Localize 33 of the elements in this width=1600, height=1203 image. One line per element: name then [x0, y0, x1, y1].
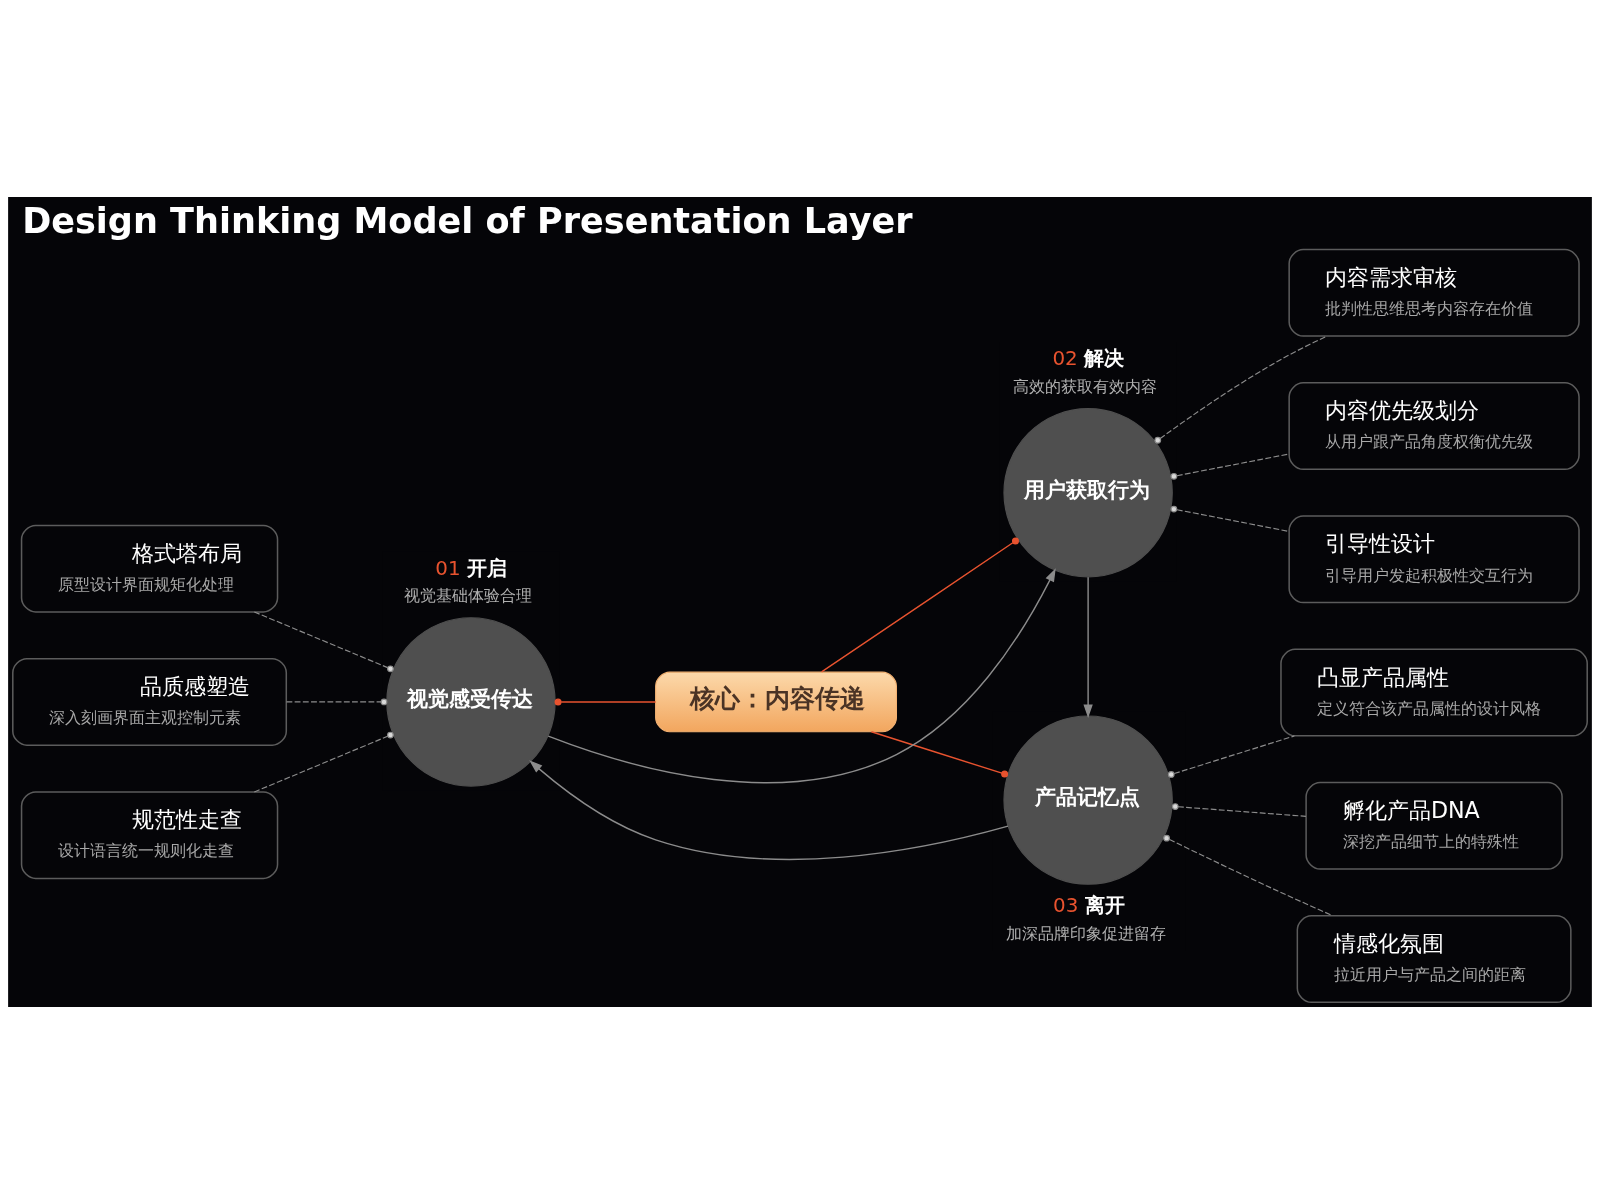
node-label: 03 离开 [1053, 893, 1125, 917]
node-label: 02 解决 [1052, 346, 1125, 370]
arrow [547, 567, 1056, 783]
connector [285, 698, 388, 705]
node-box: 核心：内容传递 [655, 671, 897, 732]
connector [1154, 335, 1328, 444]
arrow [529, 759, 1009, 860]
node-box: 内容优先级划分 从用户跟产品角度权衡优先级 [1288, 381, 1580, 470]
connector [253, 610, 394, 672]
node-box: 内容需求审核 批判性思维思考内容存在价值 [1288, 248, 1580, 337]
connector [1171, 802, 1307, 817]
node-box: 格式塔布局 原型设计界面规矩化处理 [20, 524, 279, 613]
node-box: 引导性设计 引导用户发起积极性交互行为 [1288, 514, 1580, 603]
diagram-title: Design Thinking Model of Presentation Layer [22, 199, 913, 241]
connector [820, 537, 1019, 673]
node-box: 凸显产品属性 定义符合该产品属性的设计风格 [1280, 648, 1588, 737]
connector [1167, 734, 1295, 778]
node-label: 01 开启 [435, 556, 507, 580]
connector [1170, 505, 1290, 532]
connector [1163, 834, 1334, 916]
node-box: 品质感塑造 深入刻画界面主观控制元素 [12, 657, 288, 746]
node-box: 情感化氛围 拉近用户与产品之间的距离 [1296, 914, 1572, 1003]
node-box: 规范性走查 设计语言统一规则化走查 [20, 790, 279, 879]
node-box: 孵化产品DNA 深挖产品细节上的特殊性 [1305, 781, 1563, 870]
connector [253, 731, 394, 792]
node-label: 视觉基础体验合理 [404, 585, 533, 605]
connector [870, 730, 1009, 778]
connector [1170, 452, 1290, 480]
connector [554, 697, 657, 705]
node-label: 加深品牌印象促进留存 [1005, 923, 1166, 943]
node-circle: 用户获取行为 [1003, 407, 1173, 577]
node-label: 高效的获取有效内容 [1013, 376, 1158, 396]
arrow [1083, 576, 1093, 718]
